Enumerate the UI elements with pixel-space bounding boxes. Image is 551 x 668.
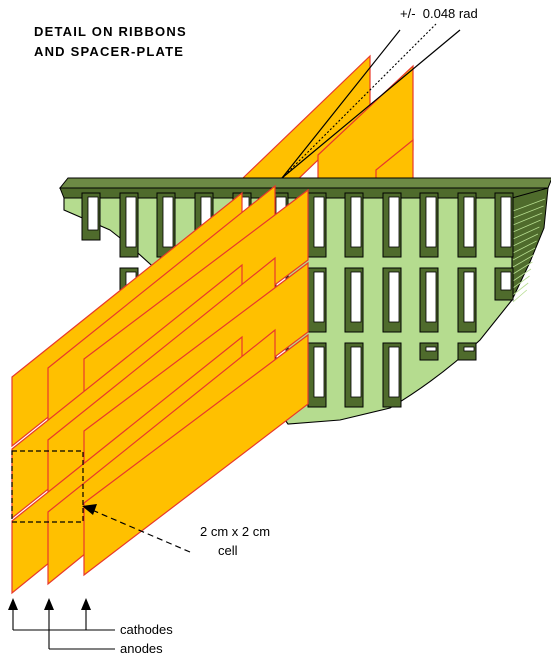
hatch-line: [512, 212, 543, 226]
title-line-1: DETAIL ON RIBBONS: [34, 24, 187, 39]
hatch-line: [512, 247, 536, 261]
spacer-slot-opening: [463, 271, 475, 323]
spacer-slot-opening: [388, 346, 400, 398]
spacer-slot-opening: [500, 271, 512, 291]
cathodes-label: cathodes: [120, 622, 173, 637]
hatch-line: [512, 289, 528, 303]
hatch-line: [512, 240, 537, 254]
cell-pointer-line: [91, 509, 191, 553]
electrode-leaders: [12, 608, 115, 650]
hatch-line: [512, 198, 546, 212]
cathode-arrow-2: [81, 598, 91, 610]
spacer-slot-opening: [500, 196, 512, 248]
spacer-slot-opening: [87, 196, 99, 231]
anodes-label: anodes: [120, 641, 163, 656]
angle-label: +/- 0.048 rad: [400, 6, 478, 21]
spacer-plate-top-back: [58, 177, 551, 189]
title-line-2: AND SPACER-PLATE: [34, 44, 184, 59]
spacer-slot-opening: [125, 196, 137, 248]
spacer-slot: [457, 342, 477, 361]
hatch-line: [512, 205, 544, 219]
spacer-plate-side-hatching: [512, 198, 546, 303]
spacer-slot-opening: [388, 196, 400, 248]
hatch-line: [512, 261, 533, 275]
spacer-slot-opening: [350, 346, 362, 398]
spacer-slot-opening: [425, 271, 437, 323]
anode-arrow: [44, 598, 54, 610]
spacer-slot-opening: [388, 271, 400, 323]
spacer-slot-opening: [350, 196, 362, 248]
spacer-slot-opening: [425, 196, 437, 248]
spacer-slot-opening: [313, 346, 325, 398]
spacer-slot-opening: [313, 271, 325, 323]
hatch-line: [512, 275, 530, 289]
spacer-plate-slots: [81, 192, 514, 408]
spacer-slot-opening: [425, 346, 437, 352]
hatch-line: [512, 219, 541, 233]
spacer-slot-opening: [463, 196, 475, 248]
cathode-ribbon-2-bottom: [83, 333, 309, 577]
cell-word-label: cell: [218, 543, 238, 558]
angle-indicator: [281, 23, 461, 179]
hatch-line: [512, 233, 539, 247]
spacer-slot-opening: [162, 196, 174, 248]
spacer-slot: [419, 342, 439, 361]
cell-pointer-arrowhead: [82, 504, 97, 515]
hatch-line: [512, 226, 540, 240]
hatch-line: [512, 268, 532, 282]
hatch-line: [512, 282, 529, 296]
cell-size-label: 2 cm x 2 cm: [200, 524, 270, 539]
cell-marker: [11, 450, 84, 523]
spacer-slot-opening: [350, 271, 362, 323]
hatch-line: [512, 254, 534, 268]
spacer-slot-opening: [313, 196, 325, 248]
cathode-arrow-1: [8, 598, 18, 610]
spacer-slot-opening: [463, 346, 475, 352]
